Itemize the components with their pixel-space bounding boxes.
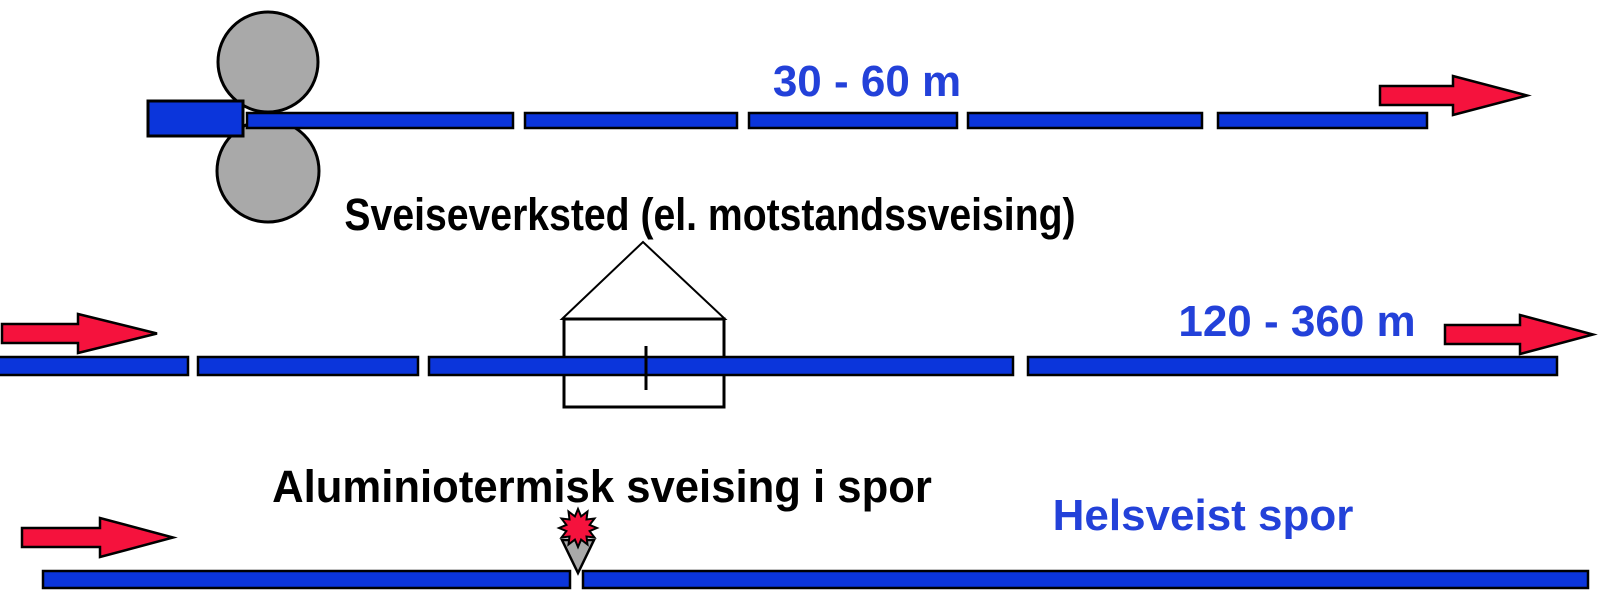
forward-arrow-icon [0, 312, 158, 355]
rail-segment [1026, 355, 1559, 377]
workshop-house-icon [559, 240, 728, 409]
thermite-welding-title: Aluminiotermisk sveising i spor [272, 461, 932, 512]
rail-segment [581, 569, 1590, 590]
rail-segment [0, 355, 190, 377]
rail-segment [41, 569, 572, 590]
workshop-title: Sveiseverksted (el. motstandssveising) [344, 189, 1076, 240]
roller-top-icon [216, 10, 320, 114]
rolling-mill-icon [146, 10, 321, 224]
forward-arrow-icon [1443, 313, 1598, 356]
steel-billet [146, 99, 245, 138]
welded-track-label: Helsveist spor [1052, 491, 1354, 540]
house-roof [559, 240, 728, 320]
rail-segment [196, 355, 420, 377]
rail-segment [966, 111, 1204, 130]
rail-segments-workshop [0, 355, 1559, 377]
rail-segment [747, 111, 959, 130]
rail-length-label-top: 30 - 60 m [772, 57, 962, 106]
rail-segment [523, 111, 739, 130]
rail-segments-track [41, 569, 1590, 590]
rail-segment [1216, 111, 1429, 130]
rail-length-label-middle: 120 - 360 m [1178, 297, 1416, 346]
thermite-flame-icon [556, 506, 600, 550]
forward-arrow-icon [1378, 74, 1532, 117]
rail-segments-rolled [245, 111, 1429, 130]
rail-segment [427, 355, 1015, 377]
forward-arrow-icon [20, 516, 178, 559]
rail-segment [245, 111, 515, 130]
